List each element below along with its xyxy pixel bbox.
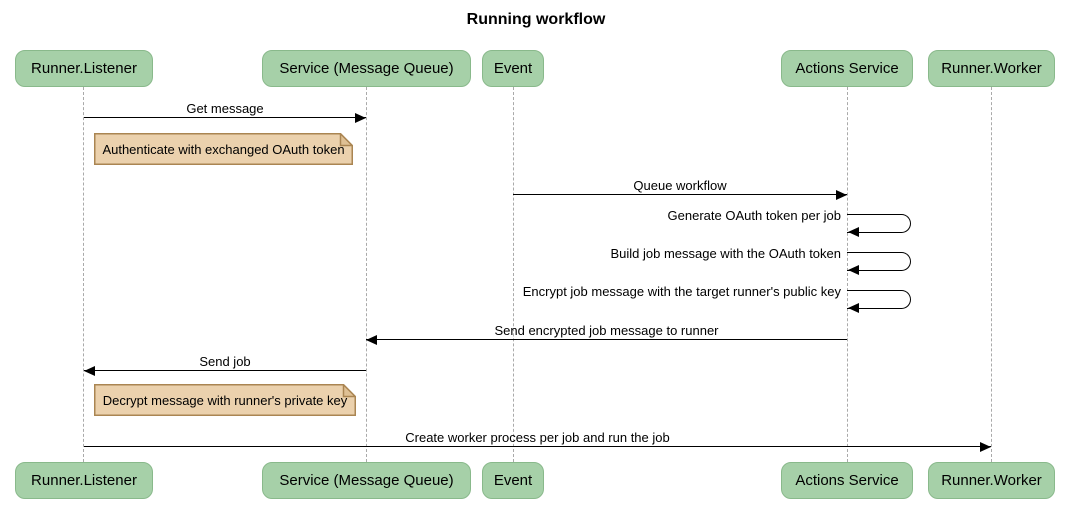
arrowhead-encrypt-job-message (848, 303, 859, 313)
note-text: Decrypt message with runner's private ke… (102, 392, 348, 408)
participant-runner-listener-top: Runner.Listener (15, 50, 153, 87)
lifeline-event (513, 87, 514, 462)
message-label-queue-workflow: Queue workflow (633, 178, 727, 193)
message-line-send-job (84, 370, 366, 371)
participant-service-message-queue-top: Service (Message Queue) (262, 50, 471, 87)
participant-actions-service-top: Actions Service (781, 50, 913, 87)
lifeline-actions-service (847, 87, 848, 462)
lifeline-service-message-queue (366, 87, 367, 462)
diagram-title: Running workflow (466, 11, 606, 28)
self-loop-generate-oauth-token (847, 214, 911, 233)
message-label-send-encrypted-job-message: Send encrypted job message to runner (494, 323, 719, 338)
message-label-get-message: Get message (186, 101, 264, 116)
self-loop-build-job-message (847, 252, 911, 271)
participant-actions-service-bottom: Actions Service (781, 462, 913, 499)
participant-runner-worker-top: Runner.Worker (928, 50, 1055, 87)
message-label-build-job-message: Build job message with the OAuth token (610, 246, 841, 261)
self-loop-encrypt-job-message (847, 290, 911, 309)
arrowhead-create-worker-process (980, 442, 991, 452)
participant-runner-listener-bottom: Runner.Listener (15, 462, 153, 499)
message-label-encrypt-job-message: Encrypt job message with the target runn… (522, 284, 841, 299)
participant-event-top: Event (482, 50, 544, 87)
arrowhead-send-encrypted-job-message (366, 335, 377, 345)
message-line-send-encrypted-job-message (366, 339, 847, 340)
participant-runner-worker-bottom: Runner.Worker (928, 462, 1055, 499)
lifeline-runner-worker (991, 87, 992, 462)
note-text: Authenticate with exchanged OAuth token (102, 141, 345, 157)
message-label-send-job: Send job (199, 354, 251, 369)
lifeline-runner-listener (83, 87, 84, 462)
note-shape (94, 384, 356, 416)
message-line-get-message (84, 117, 366, 118)
participant-event-bottom: Event (482, 462, 544, 499)
message-line-create-worker-process (84, 446, 991, 447)
message-label-generate-oauth-token: Generate OAuth token per job (667, 208, 841, 223)
arrowhead-build-job-message (848, 265, 859, 275)
message-line-queue-workflow (513, 194, 847, 195)
note-shape (94, 133, 353, 165)
participant-service-message-queue-bottom: Service (Message Queue) (262, 462, 471, 499)
note-decrypt-message: Decrypt message with runner's private ke… (94, 384, 356, 416)
note-authenticate-oauth: Authenticate with exchanged OAuth token (94, 133, 353, 165)
arrowhead-generate-oauth-token (848, 227, 859, 237)
message-label-create-worker-process: Create worker process per job and run th… (405, 430, 670, 445)
arrowhead-send-job (84, 366, 95, 376)
arrowhead-queue-workflow (836, 190, 847, 200)
arrowhead-get-message (355, 113, 366, 123)
